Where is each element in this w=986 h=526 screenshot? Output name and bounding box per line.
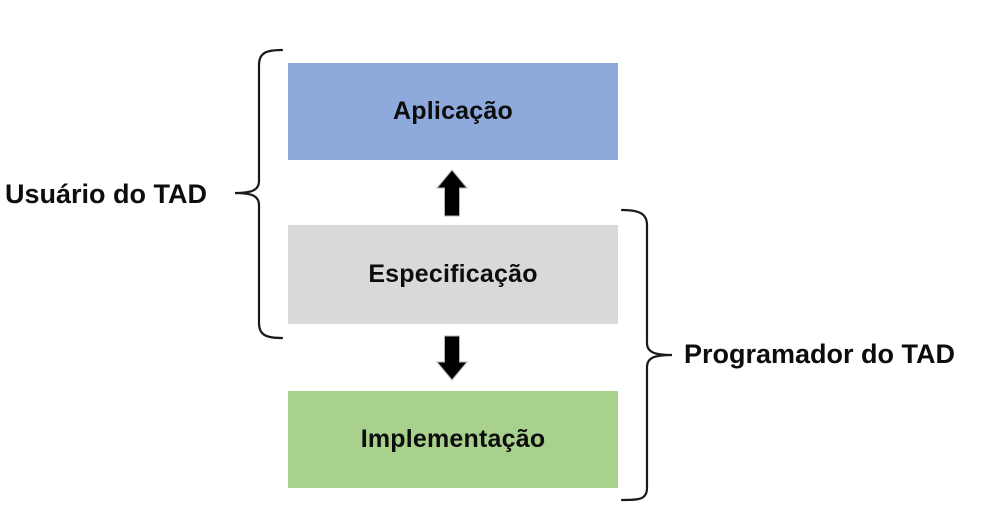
label-programador-do-tad: Programador do TAD: [684, 339, 956, 369]
arrow-down-icon: [435, 335, 469, 381]
box-aplicacao: Aplicação: [288, 63, 618, 160]
box-implementacao-label: Implementação: [360, 425, 546, 453]
box-especificacao-label: Especificação: [368, 260, 538, 288]
right-brace: [620, 208, 673, 502]
arrow-up-icon: [435, 169, 469, 217]
box-implementacao: Implementação: [288, 391, 618, 488]
box-aplicacao-label: Aplicação: [393, 97, 513, 125]
label-usuario-do-tad: Usuário do TAD: [5, 179, 207, 209]
left-brace: [234, 48, 284, 340]
box-especificacao: Especificação: [288, 225, 618, 324]
